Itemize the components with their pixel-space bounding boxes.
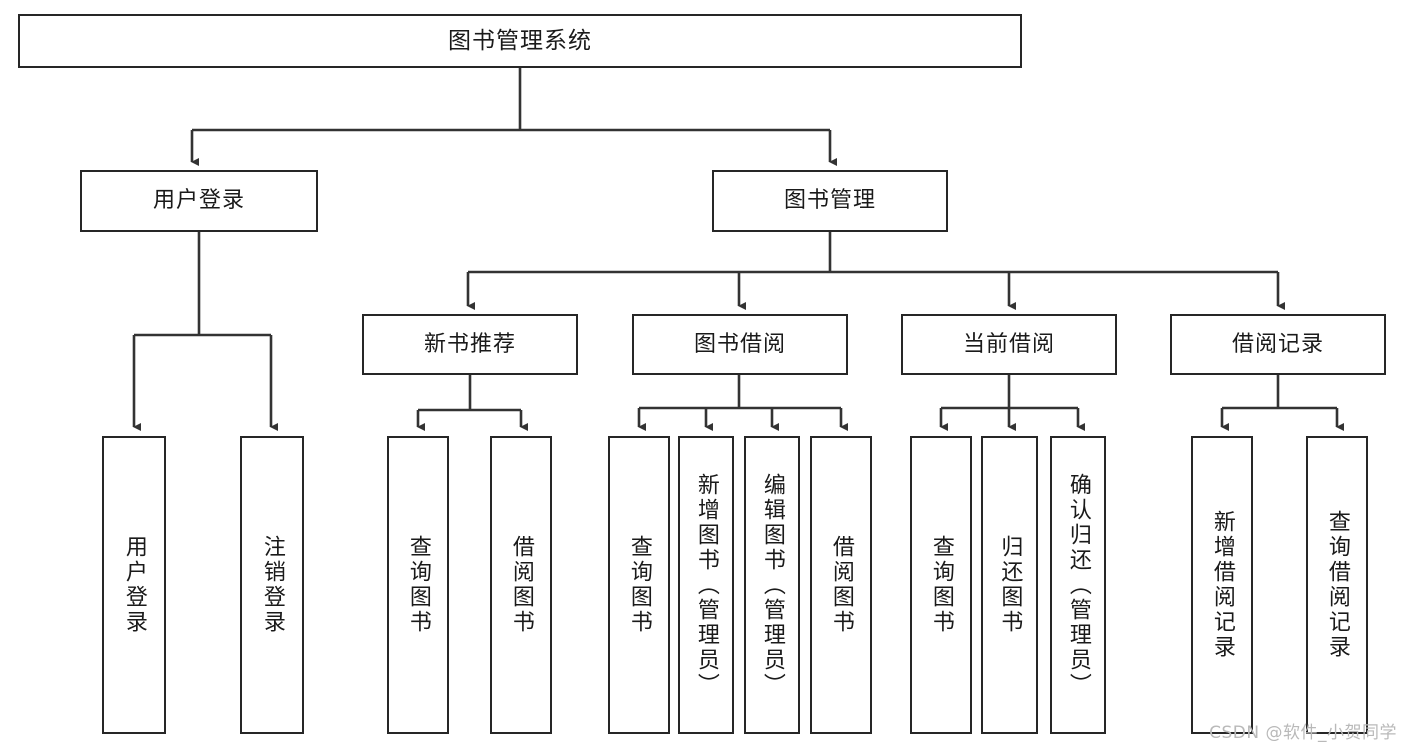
node-leaf-query-book-3[interactable]: 查询图书 (910, 436, 972, 734)
node-leaf-add-record[interactable]: 新增借阅记录 (1191, 436, 1253, 734)
node-current-borrow-label: 当前借阅 (962, 331, 1055, 357)
node-leaf-query-book-3-label: 查询图书 (928, 535, 954, 635)
node-leaf-add-book[interactable]: 新增图书（管理员） (678, 436, 734, 734)
node-leaf-borrow-book-1[interactable]: 借阅图书 (490, 436, 552, 734)
node-leaf-edit-book[interactable]: 编辑图书（管理员） (744, 436, 800, 734)
node-borrow-record[interactable]: 借阅记录 (1170, 314, 1386, 375)
node-new-book-rec-label: 新书推荐 (423, 331, 516, 357)
node-book-manage-label: 图书管理 (783, 188, 876, 214)
node-leaf-borrow-book-2-label: 借阅图书 (828, 535, 854, 635)
node-leaf-query-record[interactable]: 查询借阅记录 (1306, 436, 1368, 734)
node-leaf-logout-login-label: 注销登录 (259, 535, 285, 635)
node-root[interactable]: 图书管理系统 (18, 14, 1022, 68)
node-leaf-query-book-1-label: 查询图书 (405, 535, 431, 635)
node-user-login[interactable]: 用户登录 (80, 170, 318, 232)
node-leaf-edit-book-label: 编辑图书（管理员） (759, 472, 785, 698)
node-user-login-label: 用户登录 (152, 188, 245, 214)
node-leaf-query-book-2[interactable]: 查询图书 (608, 436, 670, 734)
node-leaf-return-book-label: 归还图书 (997, 535, 1023, 635)
node-leaf-query-book-1[interactable]: 查询图书 (387, 436, 449, 734)
node-leaf-add-record-label: 新增借阅记录 (1209, 510, 1235, 660)
node-leaf-borrow-book-2[interactable]: 借阅图书 (810, 436, 872, 734)
node-leaf-confirm-return-label: 确认归还（管理员） (1065, 472, 1091, 698)
node-book-manage[interactable]: 图书管理 (712, 170, 948, 232)
node-leaf-confirm-return[interactable]: 确认归还（管理员） (1050, 436, 1106, 734)
node-leaf-user-login-label: 用户登录 (121, 535, 147, 635)
node-leaf-borrow-book-1-label: 借阅图书 (508, 535, 534, 635)
csdn-watermark: CSDN @软件_小贺同学 (1209, 723, 1397, 743)
node-book-borrow-label: 图书借阅 (693, 331, 786, 357)
node-leaf-add-book-label: 新增图书（管理员） (693, 472, 719, 698)
node-leaf-return-book[interactable]: 归还图书 (981, 436, 1038, 734)
node-leaf-query-book-2-label: 查询图书 (626, 535, 652, 635)
node-leaf-query-record-label: 查询借阅记录 (1324, 510, 1350, 660)
node-book-borrow[interactable]: 图书借阅 (632, 314, 848, 375)
node-leaf-user-login[interactable]: 用户登录 (102, 436, 166, 734)
node-leaf-logout-login[interactable]: 注销登录 (240, 436, 304, 734)
node-root-label: 图书管理系统 (448, 27, 592, 54)
node-new-book-rec[interactable]: 新书推荐 (362, 314, 578, 375)
node-current-borrow[interactable]: 当前借阅 (901, 314, 1117, 375)
node-borrow-record-label: 借阅记录 (1231, 331, 1324, 357)
